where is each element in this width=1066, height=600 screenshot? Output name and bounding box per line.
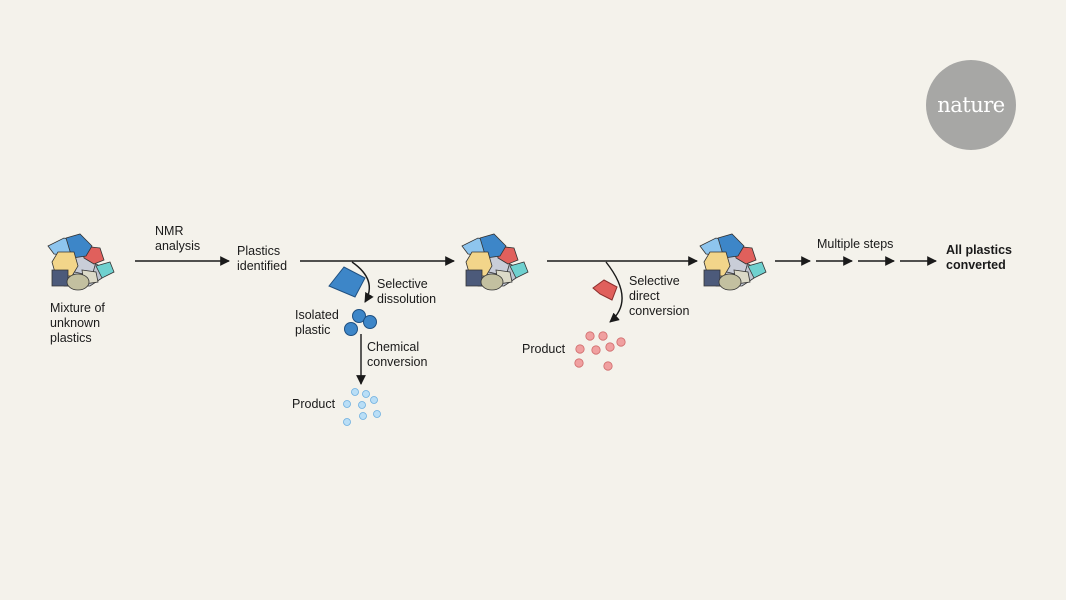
arrow-direct-conversion: [605, 261, 623, 323]
label-chemical-conversion: Chemical conversion: [367, 340, 428, 369]
label-multiple-steps: Multiple steps: [817, 237, 894, 251]
red-plastic-piece-icon: [592, 279, 618, 301]
blue-droplets-icon: [343, 388, 381, 426]
label-selective-direct-conversion: Selective direct conversion: [629, 274, 690, 318]
label-nmr-analysis: NMR analysis: [155, 224, 201, 253]
label-isolated-plastic: Isolated plastic: [295, 308, 339, 337]
plastic-pile-icon: [699, 233, 767, 291]
blue-beads-icon: [344, 309, 377, 336]
red-droplets-icon: [574, 331, 626, 371]
logo-text: nature: [937, 93, 1005, 117]
plastic-pile-icon: [47, 233, 115, 291]
plastic-pile-icon: [461, 233, 529, 291]
blue-plastic-piece-icon: [328, 266, 366, 298]
label-selective-dissolution: Selective dissolution: [377, 277, 437, 306]
label-product-blue: Product: [292, 397, 336, 411]
label-mixture: Mixture of unknown plastics: [50, 301, 105, 345]
label-product-red: Product: [522, 342, 566, 356]
label-plastics-identified: Plastics identified: [237, 244, 288, 273]
nature-logo: nature: [926, 60, 1016, 150]
label-all-plastics-converted: All plastics converted: [946, 243, 1012, 272]
arrow-dissolution: [351, 261, 374, 303]
